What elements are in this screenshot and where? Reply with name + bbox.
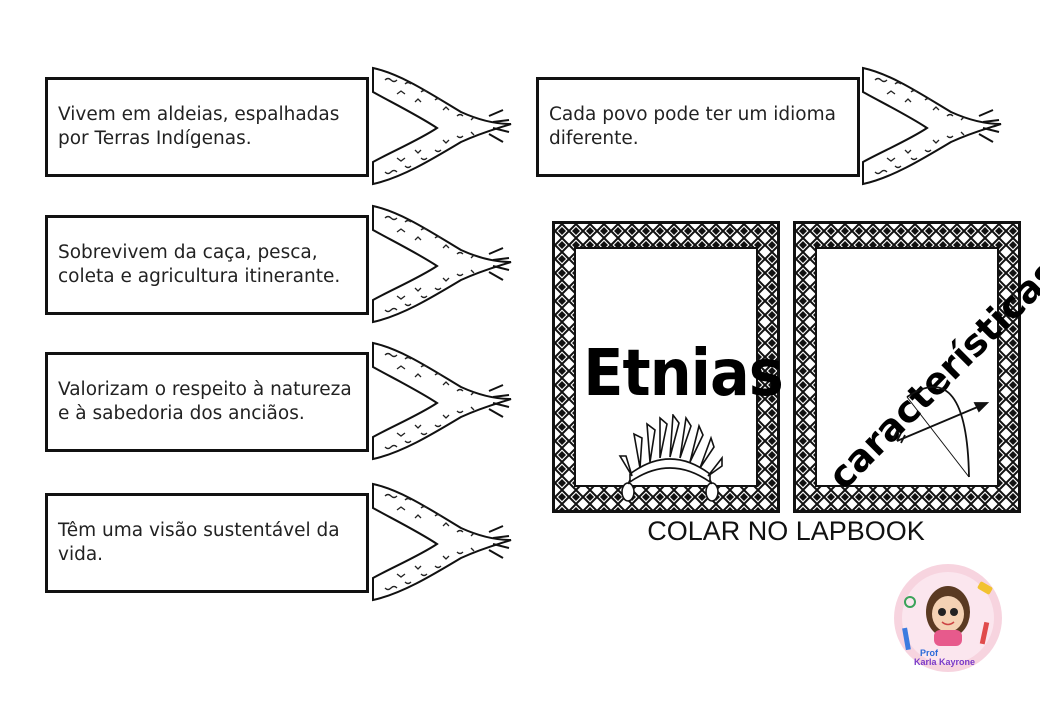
etnias-title: Etnias [583, 337, 784, 411]
feather-icon [372, 67, 512, 185]
author-logo: Prof Karla Kayrone [894, 564, 1002, 672]
card-text: Sobrevivem da caça, pesca, coleta e agri… [58, 242, 341, 287]
instruction-text: COLAR NO LAPBOOK [647, 516, 925, 546]
panel-inner: características [815, 247, 1040, 498]
panel-inner: Etnias [574, 247, 784, 502]
text-card-1: Vivem em aldeias, espalhadas por Terras … [45, 77, 369, 177]
card-text: Têm uma visão sustentável da vida. [58, 520, 340, 565]
text-card-3: Valorizam o respeito à natureza e à sabe… [45, 352, 369, 452]
logo-text-prof: Prof [920, 648, 939, 658]
headdress-icon [618, 414, 723, 502]
text-card-4: Têm uma visão sustentável da vida. [45, 493, 369, 593]
card-text: Cada povo pode ter um idioma diferente. [549, 104, 836, 149]
feather-icon [372, 483, 512, 601]
feather-icon [372, 205, 512, 323]
caracteristicas-panel: características [793, 221, 1040, 513]
card-text: Valorizam o respeito à natureza e à sabe… [58, 379, 352, 424]
feather-icon [862, 67, 1002, 185]
bow-and-arrow-icon [892, 386, 990, 478]
etnias-panel: Etnias [552, 221, 784, 513]
text-card-5: Cada povo pode ter um idioma diferente. [536, 77, 860, 177]
logo-text-name: Karla Kayrone [914, 657, 975, 667]
text-card-2: Sobrevivem da caça, pesca, coleta e agri… [45, 215, 369, 315]
card-text: Vivem em aldeias, espalhadas por Terras … [58, 104, 340, 149]
feather-icon [372, 342, 512, 460]
